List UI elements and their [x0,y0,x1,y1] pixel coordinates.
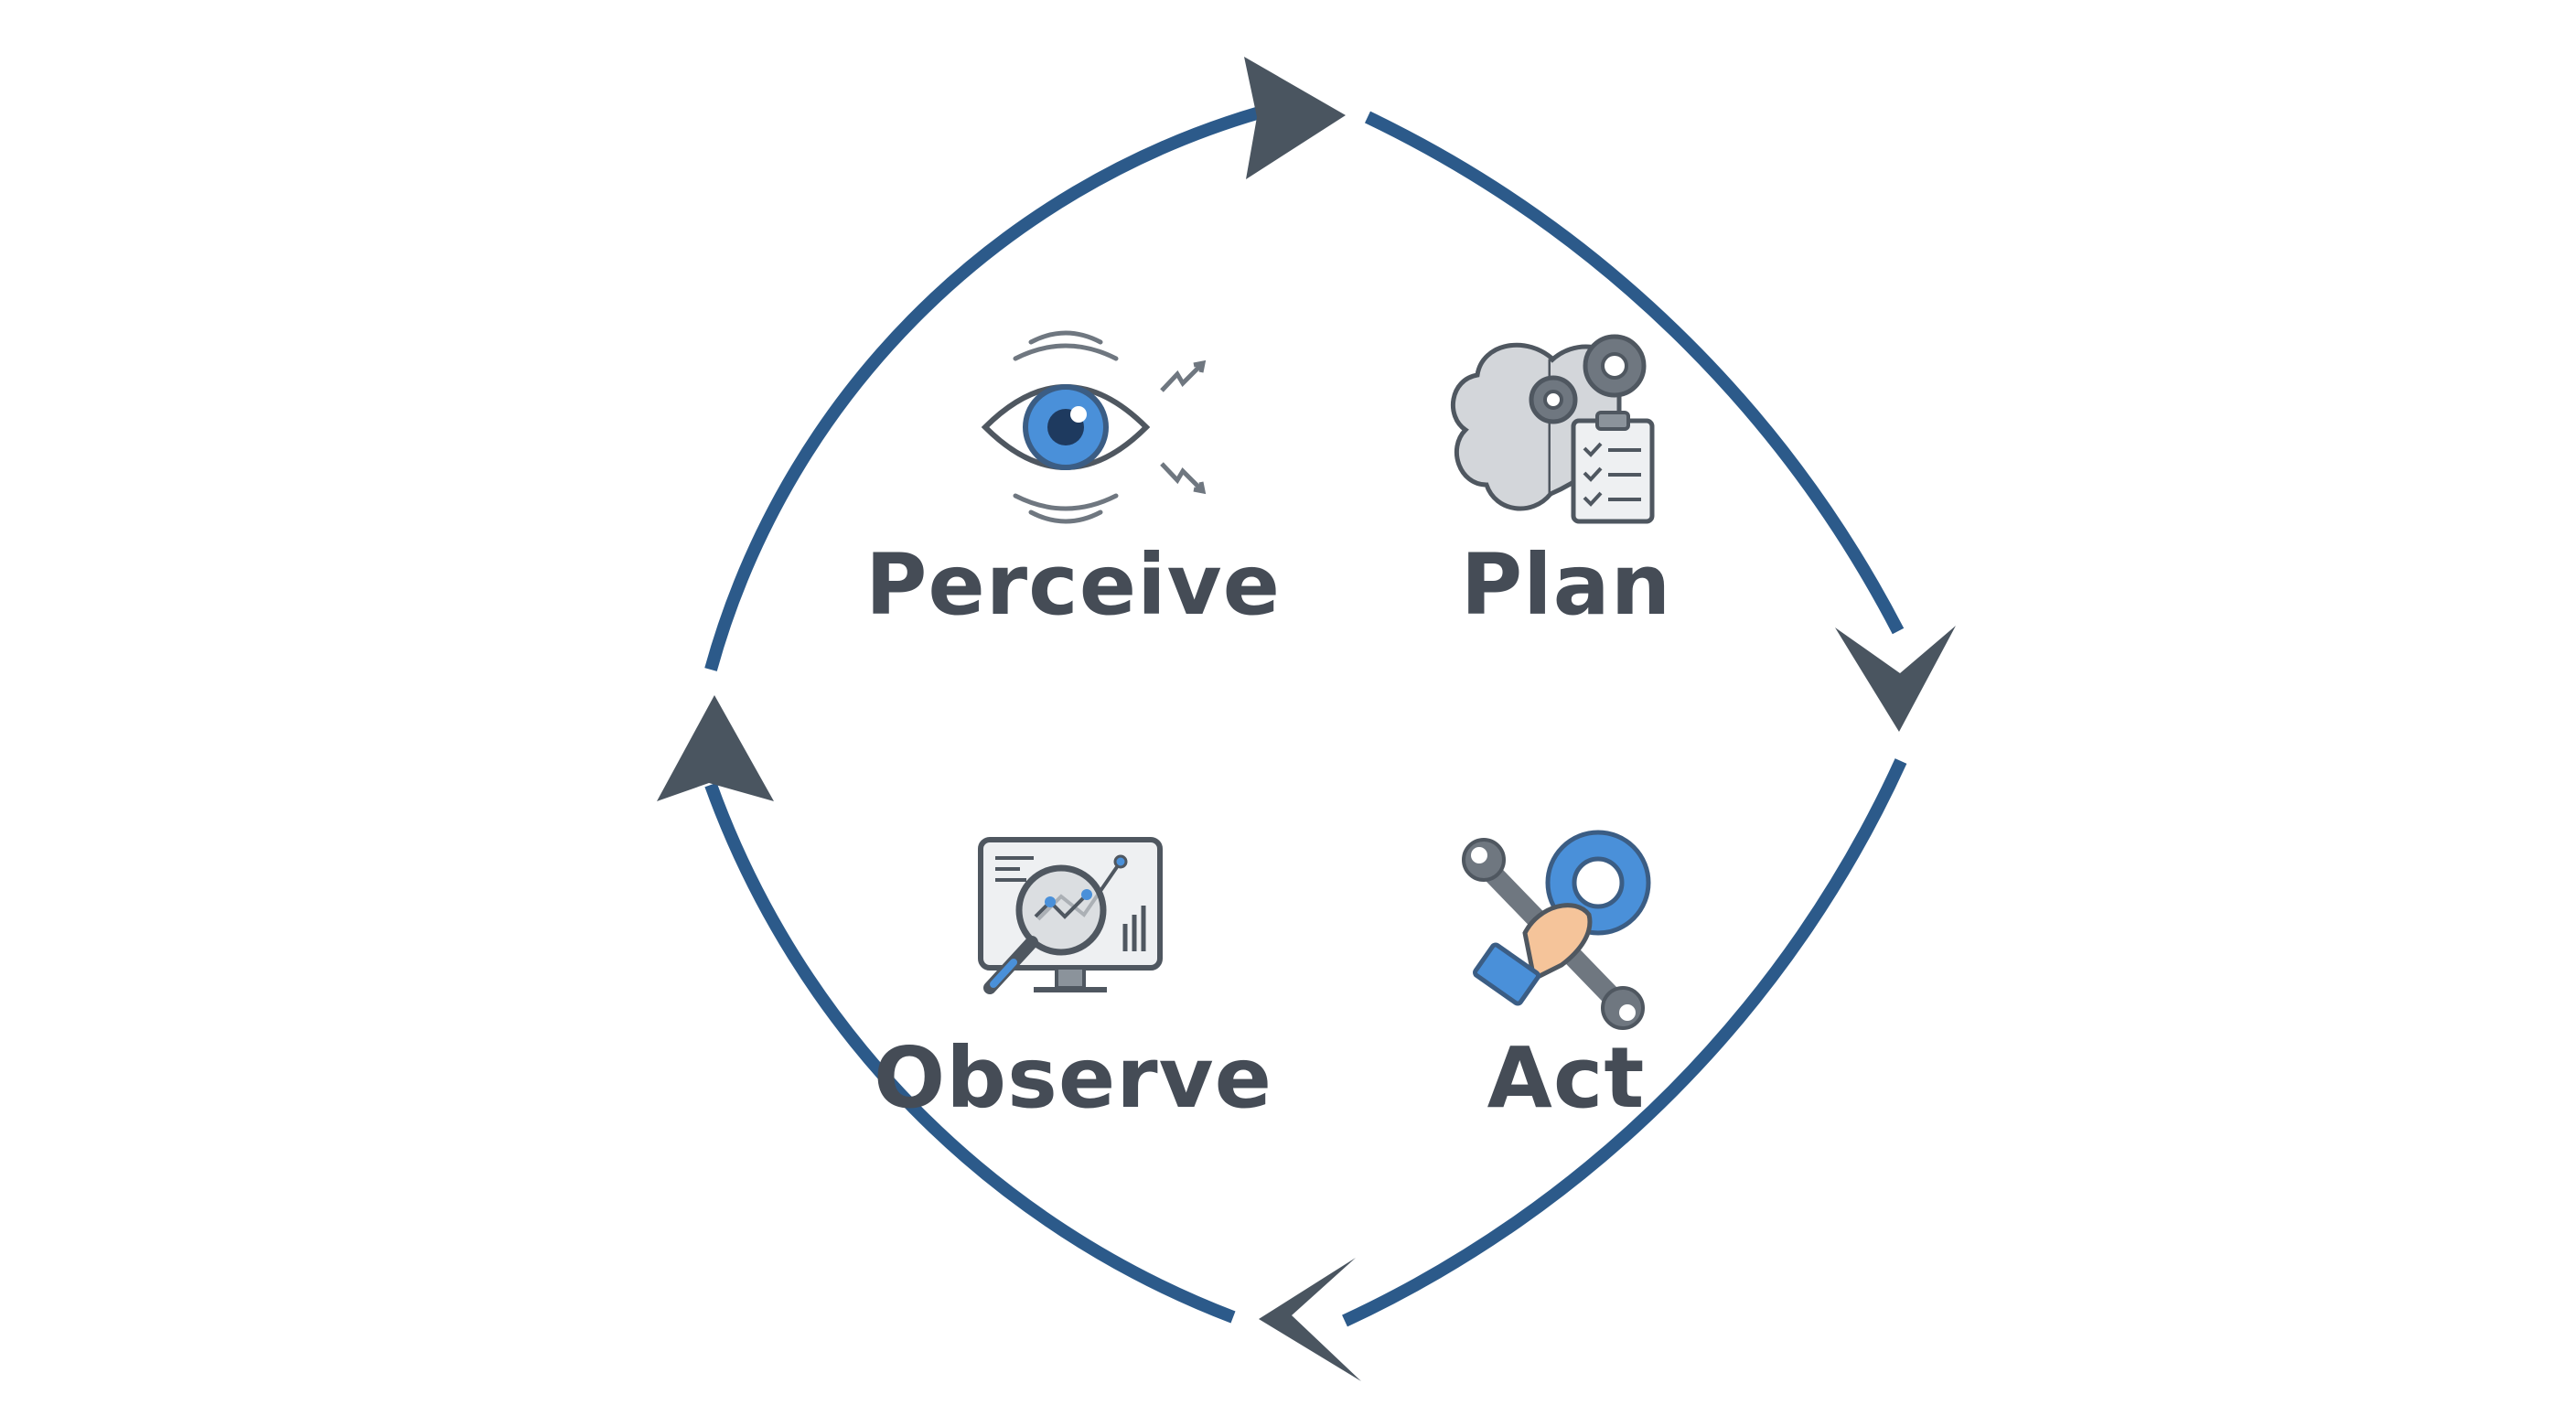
large-gear [1583,334,1647,398]
small-gear [1529,375,1578,424]
stage-label-plan: Plan [1460,536,1672,634]
stage-label-observe: Observe [874,1029,1272,1127]
ring-arc-top-right [1364,111,1905,635]
hand-wrench-gear-icon [1462,830,1651,1030]
arrowhead-right [1835,626,1956,732]
ring-arc-bottom-left [704,782,1236,1324]
arrowhead-left [657,695,774,801]
arrowhead-top [1244,57,1346,179]
arrowhead-bottom [1259,1258,1361,1381]
brain-gears-checklist-icon [1450,334,1655,524]
monitor-magnifier-icon [978,837,1163,994]
eye-icon [981,330,1207,524]
ring-arc-top-left [704,106,1261,671]
ring-arc-bottom-right [1342,758,1907,1327]
stage-label-perceive: Perceive [864,536,1282,634]
stage-label-act: Act [1487,1029,1646,1127]
